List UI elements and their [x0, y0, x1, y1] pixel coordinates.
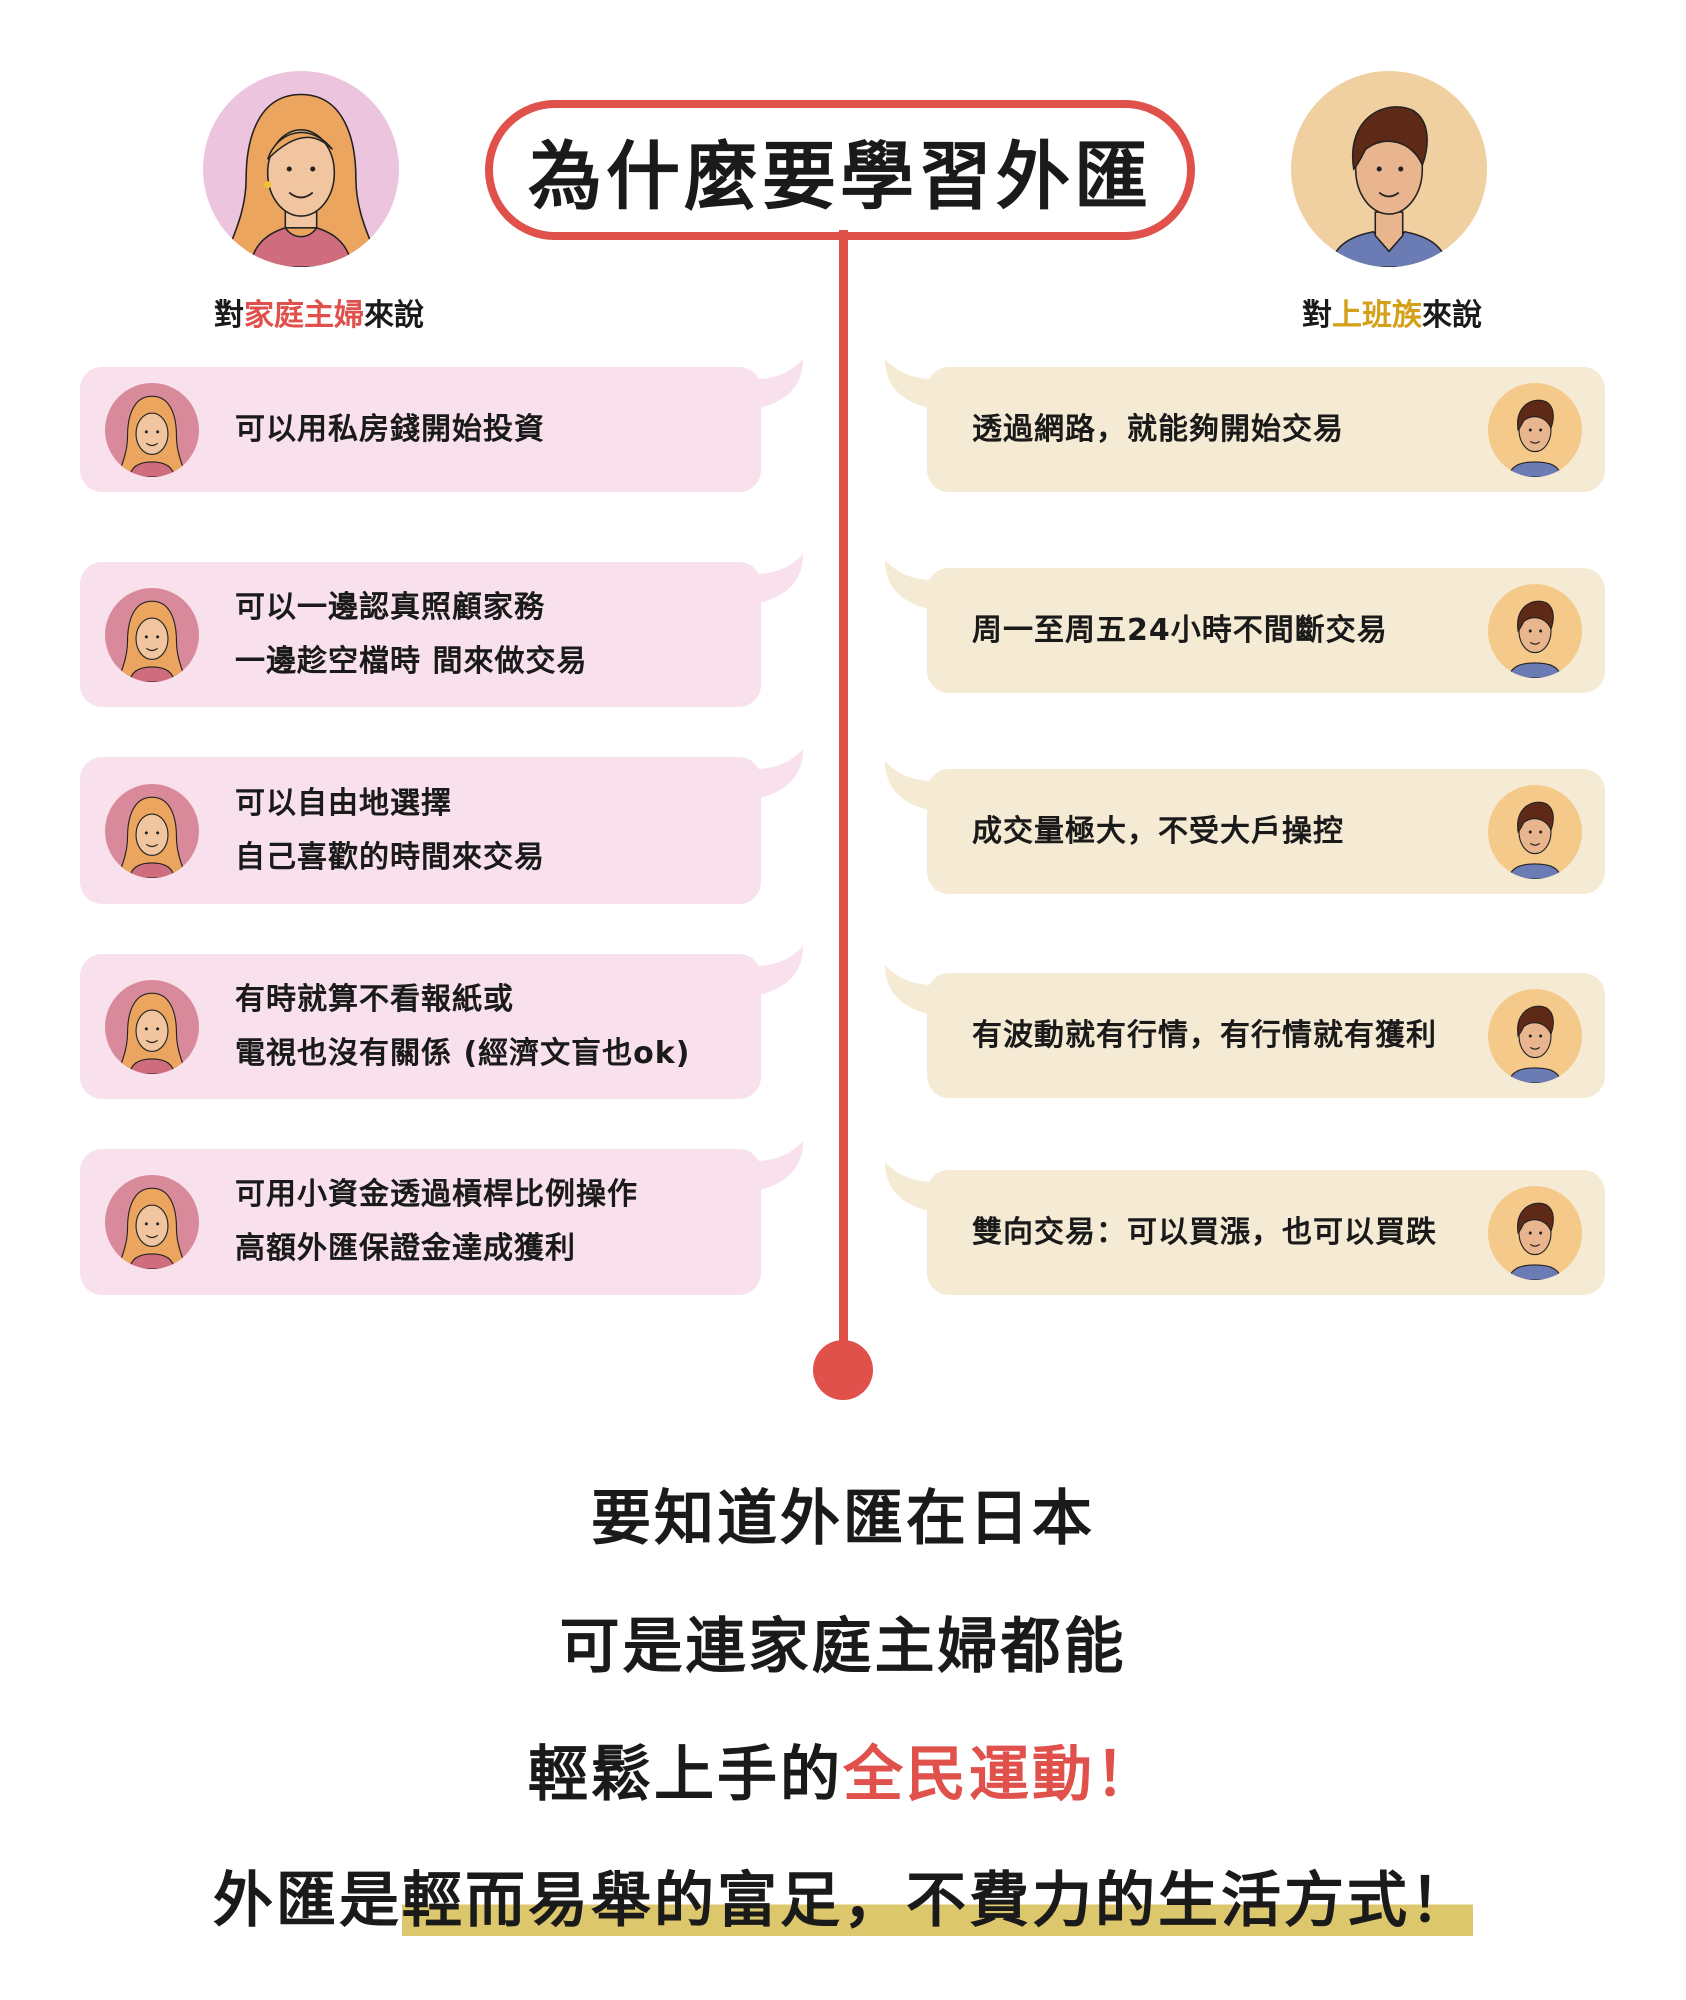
closing-line-4: 外匯是輕而易舉的富足，不費力的生活方式！: [0, 1852, 1686, 1939]
housewife_points-bubble: 有時就算不看報紙或電視也沒有關係 (經濟文盲也ok): [80, 946, 803, 1099]
housewife-section-label: 對家庭主婦來說: [159, 290, 479, 334]
office-worker-avatar-small: [1488, 382, 1582, 477]
office-worker-avatar-small: [1488, 583, 1582, 678]
worker_points-bubble: 雙向交易：可以買漲，也可以買跌: [885, 1162, 1605, 1295]
bubble-text-line: 可以用私房錢開始投資: [235, 411, 545, 447]
closing-line-2: 可是連家庭主婦都能: [559, 1612, 1127, 1682]
closing-line-1: 要知道外匯在日本: [591, 1484, 1095, 1554]
bubble-text-line: 可用小資金透過槓桿比例操作: [235, 1177, 638, 1212]
bubble-text: 可以用私房錢開始投資: [235, 403, 545, 457]
speech-tail: [883, 359, 933, 409]
housewife_points-bubble: 可以一邊認真照顧家務一邊趁空檔時 間來做交易: [80, 554, 803, 707]
housewife-avatar-small: [105, 587, 199, 682]
bubble-text-line: 有時就算不看報紙或: [235, 981, 514, 1017]
label-highlight: 上班族: [1332, 298, 1422, 333]
worker-section-label: 對上班族來說: [1232, 290, 1552, 334]
bubble-text-line: 高額外匯保證金達成獲利: [235, 1231, 576, 1266]
speech-tail: [883, 965, 933, 1015]
speech-tail: [755, 1141, 805, 1191]
office-worker-avatar-small: [1488, 988, 1582, 1083]
label-suffix: 來說: [1422, 298, 1482, 333]
speech-tail: [883, 761, 933, 811]
bubble-text: 有時就算不看報紙或電視也沒有關係 (經濟文盲也ok): [235, 973, 690, 1081]
worker_points-bubble: 透過網路，就能夠開始交易: [885, 359, 1605, 492]
speech-tail: [755, 554, 805, 604]
timeline-end-dot: [813, 1340, 873, 1400]
bubble-text: 透過網路，就能夠開始交易: [972, 403, 1344, 457]
worker_points-bubble: 有波動就有行情，有行情就有獲利: [885, 965, 1605, 1098]
housewife-avatar-small: [105, 979, 199, 1074]
closing-line-4-plain: 外匯是: [213, 1866, 402, 1936]
worker_points-bubble: 成交量極大，不受大戶操控: [885, 761, 1605, 894]
label-prefix: 對: [214, 298, 244, 333]
bubble-text-line: 周一至周五24小時不間斷交易: [972, 612, 1388, 648]
timeline-line: [839, 230, 848, 1370]
housewife_points-bubble: 可以用私房錢開始投資: [80, 359, 803, 492]
housewife-avatar-small: [105, 783, 199, 878]
speech-tail: [755, 359, 805, 409]
closing-line-3-emphasis: 全民運動！: [843, 1740, 1158, 1810]
label-highlight: 家庭主婦: [244, 298, 364, 333]
bubble-text: 可以一邊認真照顧家務一邊趁空檔時 間來做交易: [235, 581, 587, 689]
closing-line-3-plain: 輕鬆上手的: [528, 1740, 843, 1810]
bubble-text-line: 雙向交易：可以買漲，也可以買跌: [972, 1214, 1437, 1250]
office-worker-avatar-small: [1488, 1185, 1582, 1280]
label-suffix: 來說: [364, 298, 424, 333]
bubble-text-line: 可以自由地選擇: [235, 785, 452, 821]
office-worker-avatar-small: [1488, 784, 1582, 879]
bubble-text-line: 透過網路，就能夠開始交易: [972, 411, 1344, 447]
worker_points-bubble: 周一至周五24小時不間斷交易: [885, 560, 1605, 693]
speech-tail: [883, 1162, 933, 1212]
housewife_points-bubble: 可用小資金透過槓桿比例操作高額外匯保證金達成獲利: [80, 1141, 803, 1295]
bubble-text-line: 自己喜歡的時間來交易: [235, 839, 545, 875]
bubble-text: 雙向交易：可以買漲，也可以買跌: [972, 1206, 1437, 1260]
speech-tail: [755, 749, 805, 799]
bubble-text: 周一至周五24小時不間斷交易: [972, 604, 1388, 658]
page-title: 為什麼要學習外匯: [485, 100, 1195, 240]
bubble-text-line: 可以一邊認真照顧家務: [235, 589, 545, 625]
housewife_points-bubble: 可以自由地選擇自己喜歡的時間來交易: [80, 749, 803, 904]
bubble-text-line: 有波動就有行情，有行情就有獲利: [972, 1017, 1437, 1053]
housewife-avatar-small: [105, 382, 199, 477]
closing-line-3: 輕鬆上手的全民運動！: [0, 1726, 1686, 1813]
speech-tail: [755, 946, 805, 996]
housewife-avatar-small: [105, 1175, 199, 1269]
bubble-text: 有波動就有行情，有行情就有獲利: [972, 1009, 1437, 1063]
bubble-text: 可用小資金透過槓桿比例操作高額外匯保證金達成獲利: [235, 1168, 638, 1276]
housewife-avatar: [203, 71, 399, 267]
bubble-text: 成交量極大，不受大戶操控: [972, 805, 1344, 859]
office-worker-avatar: [1291, 71, 1487, 267]
bubble-text-line: 電視也沒有關係 (經濟文盲也ok): [235, 1035, 691, 1071]
bubble-text-line: 成交量極大，不受大戶操控: [972, 813, 1344, 849]
speech-tail: [883, 560, 933, 610]
bubble-text: 可以自由地選擇自己喜歡的時間來交易: [235, 777, 545, 885]
bubble-text-line: 一邊趁空檔時 間來做交易: [235, 643, 588, 679]
closing-line-4-highlight: 輕而易舉的富足，不費力的生活方式！: [402, 1866, 1473, 1936]
label-prefix: 對: [1302, 298, 1332, 333]
